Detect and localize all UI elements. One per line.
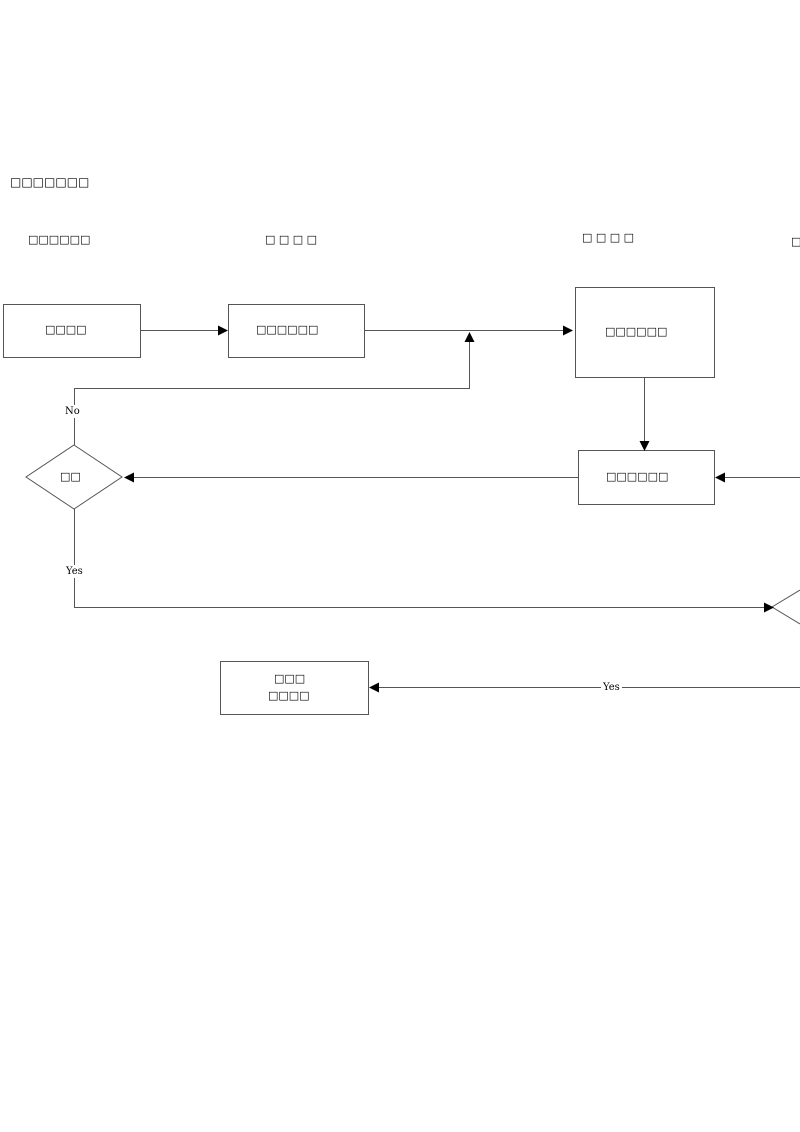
lane-label-4: □ bbox=[791, 235, 800, 248]
lane-label-2: □ □ □ □ bbox=[265, 233, 318, 246]
step3-label: □□□□□□ bbox=[606, 470, 669, 483]
edge-decision-yes bbox=[74, 509, 774, 613]
step3-box bbox=[578, 450, 715, 505]
lane-label-3: □ □ □ □ bbox=[582, 231, 635, 244]
end-label-line2: □□□□ bbox=[268, 689, 310, 702]
decision-diamond-partial bbox=[771, 589, 800, 625]
step1-label: □□□□□□ bbox=[256, 323, 319, 336]
edge-label-yes-2: Yes bbox=[601, 681, 622, 694]
end-label-line1: □□□ bbox=[274, 672, 306, 685]
decision-label: □□ bbox=[60, 470, 81, 483]
edge-label-no: No bbox=[63, 405, 82, 418]
step2-label: □□□□□□ bbox=[605, 325, 668, 338]
step1-box bbox=[228, 304, 365, 358]
lane-label-1: □□□□□□ bbox=[28, 233, 91, 246]
edge-label-yes-1: Yes bbox=[64, 565, 85, 578]
end-box bbox=[220, 661, 369, 715]
diagram-title: □□□□□□□ bbox=[10, 175, 90, 189]
start-label: □□□□ bbox=[45, 323, 87, 336]
start-box bbox=[3, 304, 141, 358]
step2-box bbox=[575, 287, 715, 378]
